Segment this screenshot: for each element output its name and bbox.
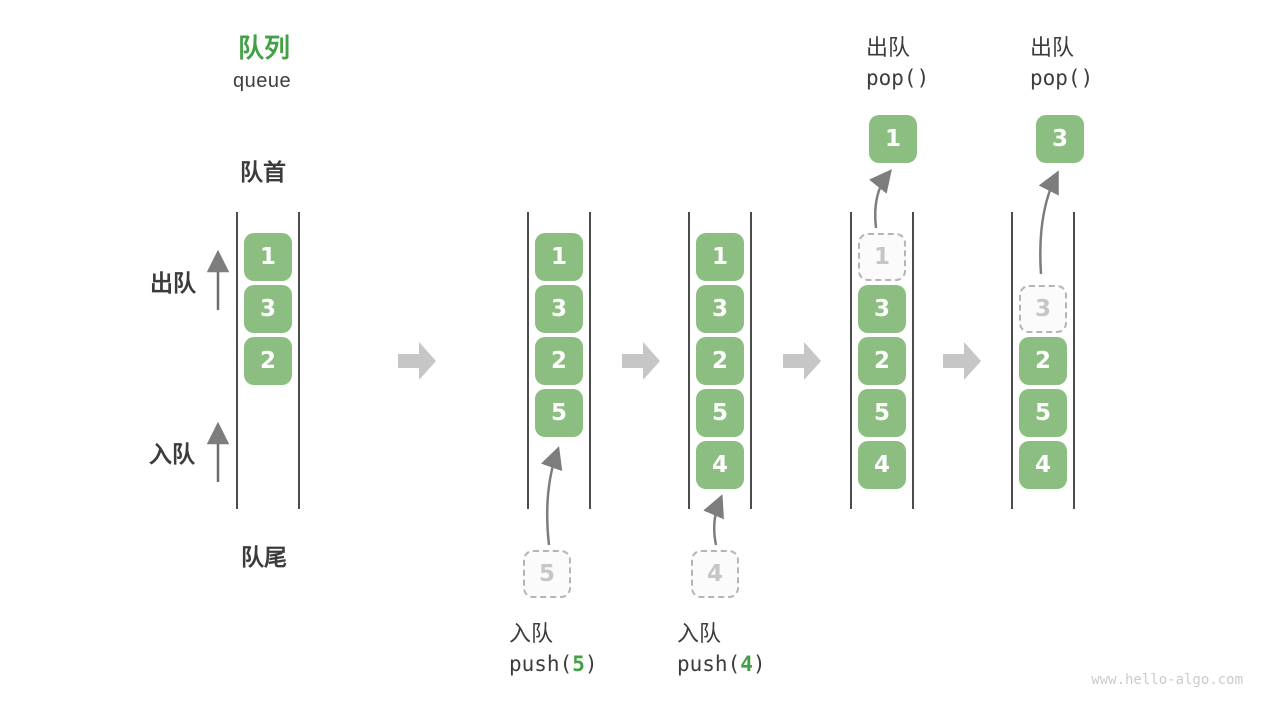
- push-4-op-label-zh: 入队: [677, 621, 722, 646]
- queue-item-box: 4: [1019, 441, 1067, 489]
- state-transition-arrow-1: [398, 342, 436, 380]
- queue-item-box: 5: [858, 389, 906, 437]
- pop-3-op-label-zh: 出队: [1030, 35, 1075, 60]
- queue-item-box: 5: [535, 389, 583, 437]
- fn-arg: 4: [740, 652, 753, 676]
- queue-item-box: 3: [244, 285, 292, 333]
- label-enqueue-side: 入队: [149, 441, 195, 467]
- queue-item-box: 2: [858, 337, 906, 385]
- state-transition-arrow-3: [783, 342, 821, 380]
- queue-container-5: [1011, 212, 1075, 509]
- pop-3-op-label-fn: pop(): [1030, 66, 1094, 90]
- queue-item-box: 2: [244, 337, 292, 385]
- queue-item-box: 2: [1019, 337, 1067, 385]
- queue-item-box: 3: [535, 285, 583, 333]
- incoming-item-box: 4: [691, 550, 739, 598]
- queue-container-3: [688, 212, 752, 509]
- queue-item-box: 5: [1019, 389, 1067, 437]
- popped-item-box: 3: [1036, 115, 1084, 163]
- state-transition-arrow-4: [943, 342, 981, 380]
- queue-item-box: 1: [535, 233, 583, 281]
- push-5-op-label-fn: push(5): [509, 652, 598, 676]
- pop-1-op-label-zh: 出队: [866, 35, 911, 60]
- push-5-op-label-zh: 入队: [509, 621, 554, 646]
- push-4-op-label-fn: push(4): [677, 652, 766, 676]
- fn-arg: 5: [572, 652, 585, 676]
- label-dequeue-side: 出队: [150, 270, 196, 296]
- queue-item-box: 4: [696, 441, 744, 489]
- queue-item-box: 1: [696, 233, 744, 281]
- queue-item-box: 1: [244, 233, 292, 281]
- fn-open: push(: [509, 652, 573, 676]
- queue-item-box: 2: [696, 337, 744, 385]
- label-queue-front: 队首: [240, 159, 286, 185]
- pop-1-op-label-fn: pop(): [866, 66, 930, 90]
- diagram-title-zh: 队列: [238, 33, 291, 63]
- queue-item-box: 3: [858, 285, 906, 333]
- queue-item-box: 5: [696, 389, 744, 437]
- incoming-item-box: 5: [523, 550, 571, 598]
- diagram-title-en: queue: [233, 70, 292, 92]
- queue-item-box: 2: [535, 337, 583, 385]
- site-watermark: www.hello-algo.com: [1091, 672, 1243, 688]
- queue-container-1: [236, 212, 300, 509]
- state-transition-arrow-2: [622, 342, 660, 380]
- removed-item-ghost: 3: [1019, 285, 1067, 333]
- removed-item-ghost: 1: [858, 233, 906, 281]
- queue-container-2: [527, 212, 591, 509]
- label-queue-rear: 队尾: [241, 544, 287, 570]
- fn-open: push(: [677, 652, 741, 676]
- queue-item-box: 3: [696, 285, 744, 333]
- queue-item-box: 4: [858, 441, 906, 489]
- fn-close: ): [752, 652, 766, 676]
- popped-item-box: 1: [869, 115, 917, 163]
- fn-close: ): [584, 652, 598, 676]
- queue-container-4: [850, 212, 914, 509]
